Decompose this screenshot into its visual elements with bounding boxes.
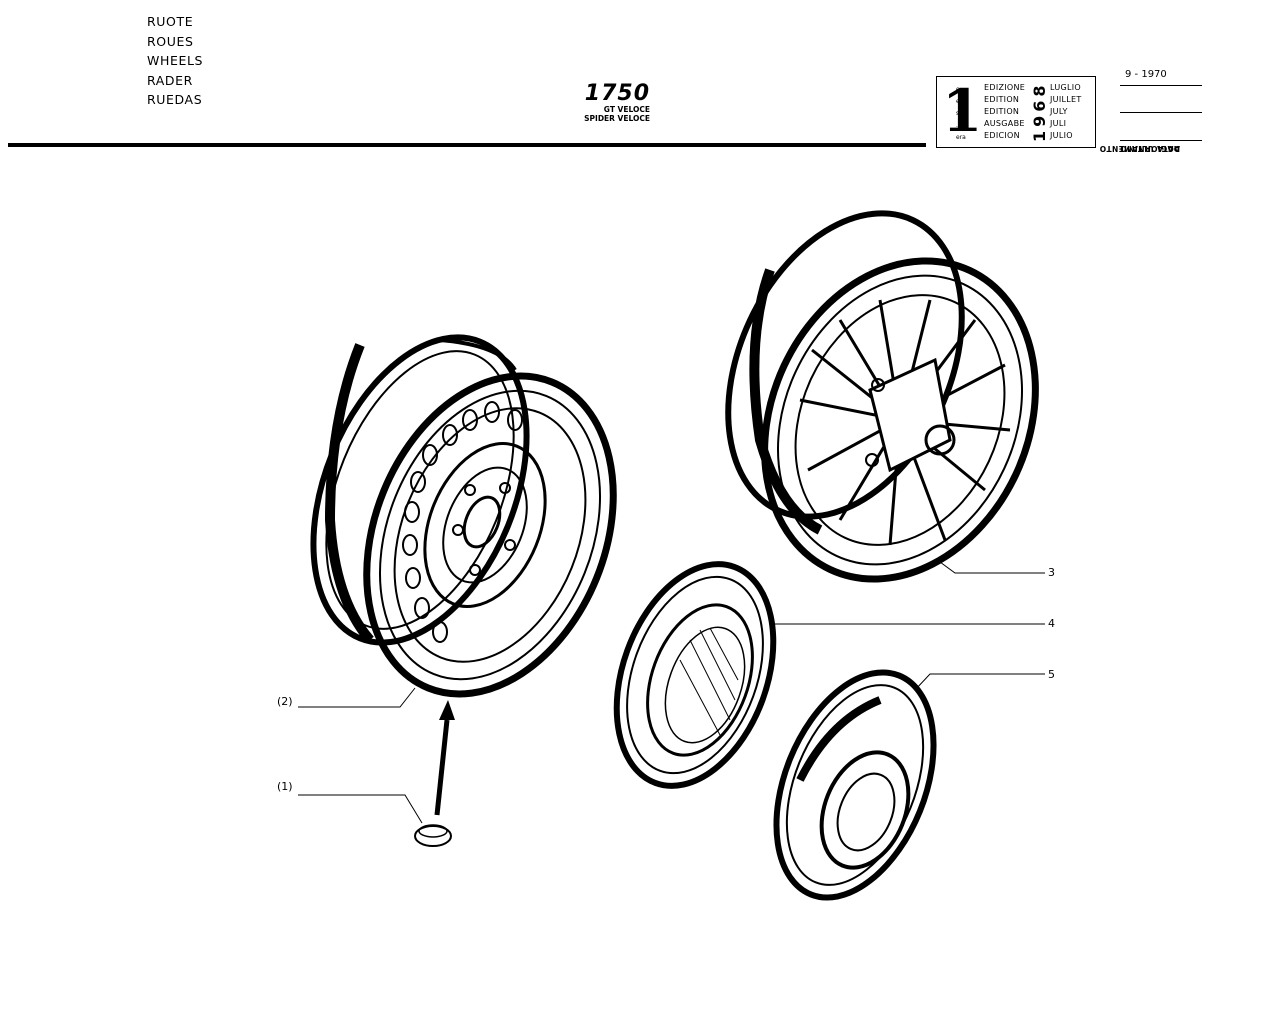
model-block: 1750 GT VELOCE SPIDER VELOCE [560, 82, 650, 123]
header-rule [8, 143, 926, 147]
variant-spider: SPIDER VELOCE [584, 113, 650, 123]
title-spanish: RUEDAS [147, 92, 203, 107]
title-french: ROUES [147, 33, 194, 49]
suffix-fr: ere [956, 98, 966, 105]
edition-label-fr: EDITION [984, 95, 1020, 104]
month-es: JULIO [1050, 131, 1073, 140]
update-line-2 [1120, 112, 1202, 113]
hubcap-dome-illustration [773, 669, 937, 901]
month-de: JULI [1050, 119, 1067, 128]
title-italian: RUOTE [147, 14, 194, 29]
suffix-en: st [956, 110, 962, 117]
callout-2: (2) [277, 695, 293, 708]
month-fr: JUILLET [1050, 95, 1082, 104]
edition-label-es: EDICION [984, 131, 1020, 140]
callout-5: 5 [1048, 668, 1055, 681]
alloy-wheel-illustration [725, 210, 1039, 583]
month-it: LUGLIO [1050, 83, 1082, 92]
edition-label-it: EDIZIONE [984, 83, 1026, 92]
edition-label-en: EDITION [984, 107, 1020, 116]
callout-3: 3 [1048, 566, 1055, 579]
arrow-icon [434, 700, 455, 816]
edition-labels: EDIZIONE EDITION EDITION AUSGABE EDICION [984, 82, 1025, 142]
edition-number: 1 [942, 77, 983, 145]
suffix-de: . [956, 122, 958, 129]
model-number: 1750 [584, 81, 650, 106]
valve-illustration [414, 824, 452, 847]
title-english: WHEELS [147, 53, 204, 68]
leader-lines [298, 561, 1045, 824]
suffix-it: e [956, 86, 960, 93]
edition-suffixes: e ere st . era [956, 84, 966, 144]
hubcap-illustration [613, 561, 777, 789]
edition-label-de: AUSGABE [984, 119, 1025, 128]
callout-4: 4 [1048, 617, 1055, 630]
callout-1: (1) [277, 780, 293, 793]
edition-months: LUGLIO JUILLET JULY JULI JULIO [1050, 82, 1082, 142]
edition-box [936, 76, 1096, 148]
section-titles: RUOTE ROUES WHEELS RADER RUEDAS [147, 12, 203, 110]
steel-wheel-illustration [310, 334, 617, 698]
title-swedish: RADER [147, 72, 193, 88]
variant-gt: GT VELOCE [603, 105, 650, 114]
update-line-3 [1120, 140, 1202, 141]
month-en: JULY [1050, 107, 1068, 116]
suffix-es: era [956, 134, 966, 141]
update-line-1 [1120, 85, 1202, 86]
last-update-date: 9 - 1970 [1125, 69, 1167, 80]
